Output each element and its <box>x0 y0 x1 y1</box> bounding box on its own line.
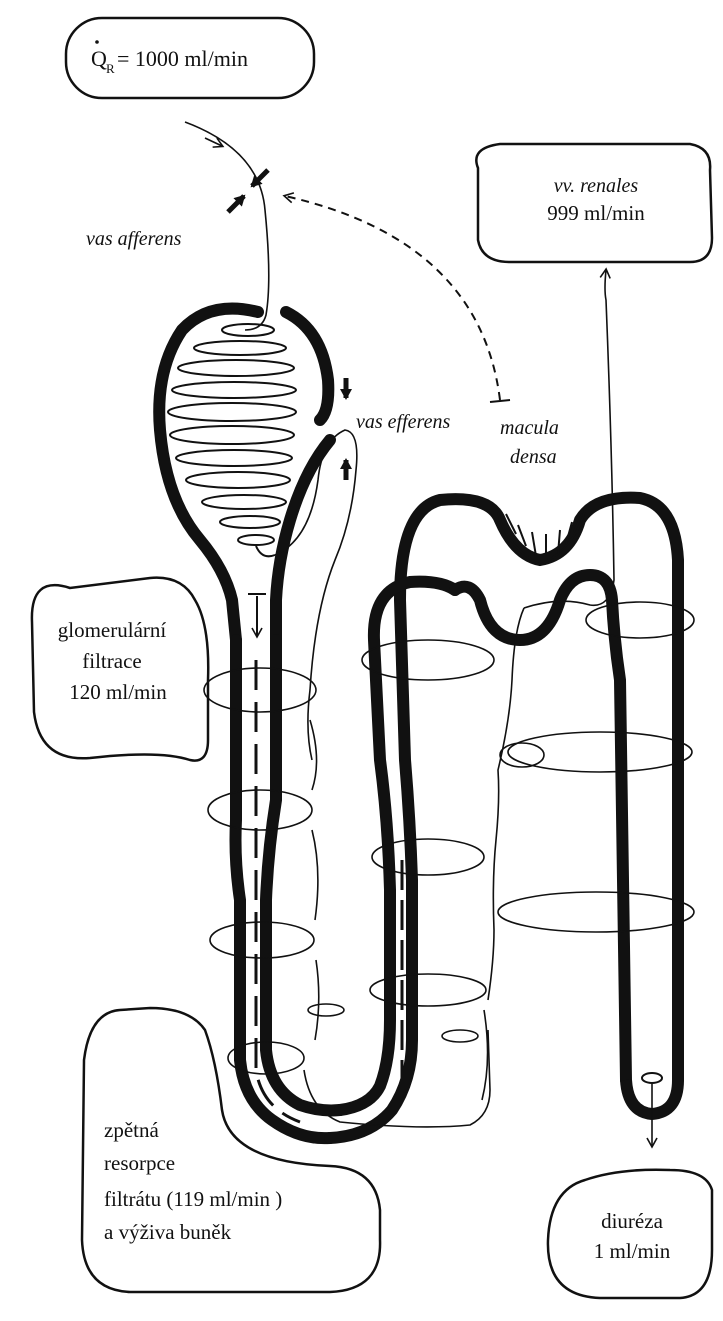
macula-feedback-dashed-arrow <box>285 196 500 400</box>
filtration-line2: filtrace <box>82 649 141 673</box>
bowman-capsule-inner <box>276 440 330 640</box>
inflow-value: = 1000 ml/min <box>117 46 248 71</box>
macula-label-line2: densa <box>510 446 557 468</box>
collecting-duct-opening <box>642 1073 662 1083</box>
inflow-symbol: Q <box>91 46 107 71</box>
inflow-box: Q R = 1000 ml/min <box>66 18 314 98</box>
resorption-line4: a výživa buněk <box>104 1220 232 1244</box>
resorption-line2: resorpce <box>104 1151 175 1175</box>
diuresis-line2: 1 ml/min <box>594 1239 671 1263</box>
afferent-constriction-arrow-icon <box>252 170 268 186</box>
inflow-dot-icon <box>95 40 99 44</box>
afferent-constriction-arrow-2-icon <box>228 196 244 212</box>
renal-veins-name: vv. renales <box>554 175 639 197</box>
resorption-line3: filtrátu (119 ml/min ) <box>104 1187 282 1211</box>
resorption-line1: zpětná <box>104 1118 159 1142</box>
diuresis-line1: diuréza <box>601 1209 663 1233</box>
vas-efferens-label: vas efferens <box>356 411 450 433</box>
macula-label-line1: macula <box>500 417 559 439</box>
vas-afferens-label: vas afferens <box>86 228 182 250</box>
diuresis-box: diuréza 1 ml/min <box>548 1170 712 1298</box>
afferent-vessel <box>185 122 269 330</box>
renal-veins-flow: 999 ml/min <box>547 201 645 225</box>
distal-tubule-loop <box>455 575 626 1080</box>
inflow-subscript: R <box>106 61 115 76</box>
renal-veins-box: vv. renales 999 ml/min <box>476 144 712 262</box>
filtration-box: glomerulární filtrace 120 ml/min <box>32 578 208 761</box>
macula-feedback-tick <box>490 400 510 402</box>
proximal-tubule-left-wall <box>236 640 331 1138</box>
filtration-line1: glomerulární <box>58 618 167 642</box>
filtration-line3: 120 ml/min <box>69 680 167 704</box>
